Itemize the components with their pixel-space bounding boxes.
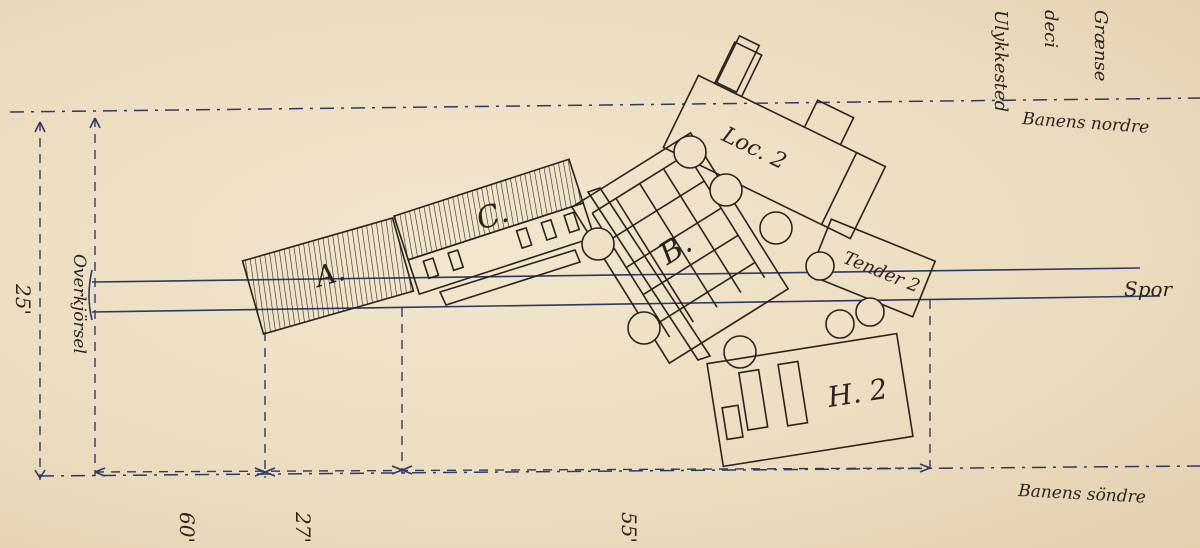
corner-note-line-3: Ulykkested [990,10,1011,112]
locomotive-wheel-1 [673,135,707,169]
dim-line-horizontal [94,467,931,473]
wagon-c: C. [392,158,596,296]
dim-25-label: 25' [11,283,35,315]
wagon-b-wheel-2 [627,311,661,345]
track-end-bracket [88,269,93,321]
embankment-north-label: Banens nordre [1021,109,1150,138]
dim-60-label: 60' [175,512,199,543]
south-embankment-line [39,465,1200,477]
crossing-label: Overkjörsel [69,254,89,354]
dim-55-label: 55' [617,512,641,543]
tender-wheel-2 [825,309,855,339]
wagon-h-label: H. 2 [824,372,889,414]
wagon-c-frame [438,249,582,306]
locomotive-chimney [715,34,761,94]
dim-27-label: 27' [291,511,315,543]
embankment-south-label: Banens söndre [1017,481,1147,508]
locomotive: Loc. 2 [662,40,887,240]
wagon-b-frame [586,187,712,361]
dim-arrow-marks [34,117,931,479]
locomotive-wheel-3 [759,211,793,245]
tender-wheel-3 [855,297,885,327]
locomotive-wheel-2 [709,173,743,207]
wagon-a: A. [241,216,415,336]
locomotive-label: Loc. 2 [717,122,790,175]
corner-note-line-2: deci [1040,10,1061,48]
north-embankment-line [9,97,1200,113]
tender-wheel-1 [805,251,835,281]
track-label: Spor [1124,277,1174,301]
wagon-b-wheel-3 [723,335,757,369]
corner-note: Grænse deci Ulykkested [990,10,1111,112]
corner-note-line-1: Grænse [1090,10,1111,81]
track-rail-lower [91,295,1161,313]
wagon-b-wheel-1 [581,227,615,261]
